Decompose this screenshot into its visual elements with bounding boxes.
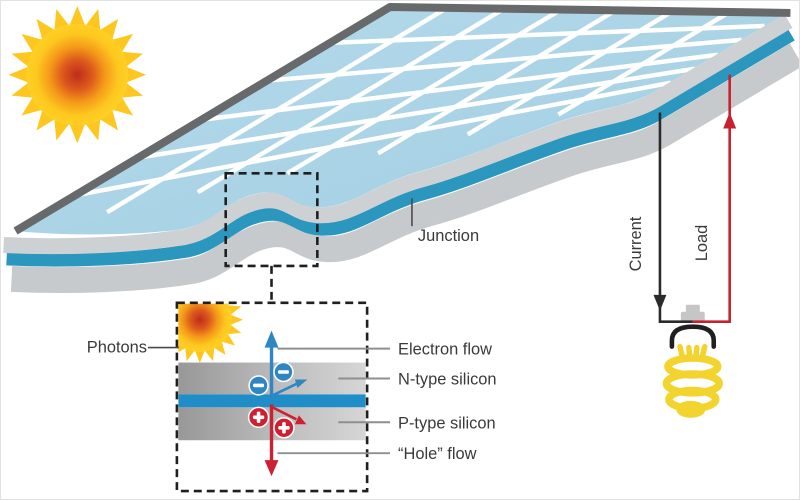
bulb-spiral — [662, 343, 723, 418]
current-arrow-icon — [653, 294, 667, 311]
photons-label: Photons — [87, 339, 147, 357]
load-wire — [692, 74, 737, 324]
panel-bottom-layer — [10, 43, 799, 293]
inset-outline — [175, 301, 369, 493]
light-bulb-icon — [662, 324, 723, 418]
panel-cell-grid — [75, 6, 765, 215]
hole-diagonal-arrow — [271, 406, 307, 425]
sun-icon — [8, 5, 147, 144]
hole-flow-arrow — [264, 404, 279, 477]
plus-circle-icon — [273, 417, 295, 439]
p-type-label: P-type silicon — [398, 414, 496, 432]
bulb-cap — [669, 324, 717, 349]
junction-stripe — [6, 29, 795, 267]
electron-diagonal-arrow — [271, 379, 308, 397]
bulb-contact — [680, 304, 705, 322]
plus-circle-icon — [247, 406, 270, 429]
junction-label: Junction — [418, 227, 479, 245]
load-arrow-icon — [723, 112, 737, 129]
solar-panel — [3, 2, 799, 293]
inset-junction-stripe — [178, 394, 366, 408]
n-type-label: N-type silicon — [398, 370, 497, 388]
load-label: Load — [693, 225, 711, 262]
electron-flow-label: Electron flow — [398, 341, 492, 359]
junction-callout: Junction — [411, 198, 479, 245]
current-label: Current — [627, 216, 645, 271]
electron-flow-arrow — [264, 330, 279, 401]
circuit: Current Load — [627, 74, 737, 418]
current-wire — [653, 112, 693, 324]
minus-circle-icon — [273, 361, 294, 383]
hole-flow-label: “Hole” flow — [398, 445, 477, 463]
sun-icon-small — [178, 303, 244, 364]
pn-junction-inset: Photons Electron flow N-type silicon P-t… — [87, 301, 497, 493]
panel-top-surface — [15, 6, 787, 235]
panel-zoom-outline — [224, 172, 319, 268]
panel-frame-rim — [13, 2, 791, 235]
minus-circle-icon — [248, 375, 269, 396]
